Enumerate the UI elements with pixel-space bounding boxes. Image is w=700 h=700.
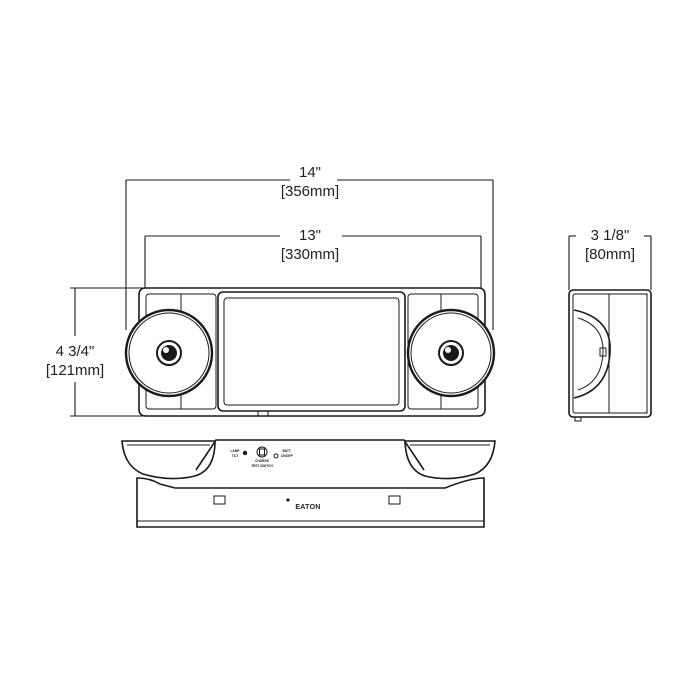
batt-label-2: ON/OFF: [281, 454, 293, 458]
height-inches: 4 3/4": [56, 343, 95, 360]
batt-switch-icon: [273, 453, 279, 459]
lamp-tilt-dot-icon: [242, 450, 248, 456]
bottom-left-lamp: [121, 440, 216, 480]
mount-slot-right: [388, 495, 401, 505]
side-view: [568, 289, 652, 422]
bottom-upper-body: [195, 439, 425, 471]
overall-width-inches: 14": [299, 164, 321, 181]
charge-label: CHARGE: [255, 459, 269, 463]
depth-dimension: 3 1/8" [80mm]: [568, 227, 652, 290]
side-back-panel: [608, 293, 648, 414]
lamp-tilt-label-1: LAMP: [230, 449, 240, 453]
height-mm: [121mm]: [46, 362, 104, 379]
front-view: [124, 287, 496, 417]
inner-width-mm: [330mm]: [281, 246, 339, 263]
height-dimension: 4 3/4" [121mm]: [46, 287, 145, 417]
depth-mm: [80mm]: [585, 246, 635, 263]
mount-slot-left: [213, 495, 226, 505]
overall-width-mm: [356mm]: [281, 183, 339, 200]
bottom-base: [136, 477, 485, 528]
bottom-right-lamp: [404, 440, 496, 480]
bottom-tab: [257, 410, 269, 417]
test-switch-label: TEST SWITCH: [251, 464, 273, 468]
batt-label-1: BATT.: [283, 449, 292, 453]
left-lamp-head: [124, 308, 214, 398]
brand-logo: EATON: [295, 504, 320, 511]
overall-width-dimension: 14" [356mm]: [125, 164, 494, 330]
inner-width-inches: 13": [299, 227, 321, 244]
inner-width-dimension: 13" [330mm]: [144, 227, 482, 288]
side-lamp-profile: [573, 309, 611, 399]
bottom-view: LAMP TILT CHARGE TEST SWITCH BATT. ON/OF…: [121, 439, 496, 528]
center-panel: [217, 291, 406, 412]
lamp-tilt-label-2: TILT: [232, 454, 239, 458]
center-panel-inner: [223, 297, 400, 406]
right-lamp-head: [406, 308, 496, 398]
test-switch-icon: [256, 446, 268, 458]
depth-inches: 3 1/8": [591, 227, 630, 244]
side-housing: [568, 289, 652, 418]
